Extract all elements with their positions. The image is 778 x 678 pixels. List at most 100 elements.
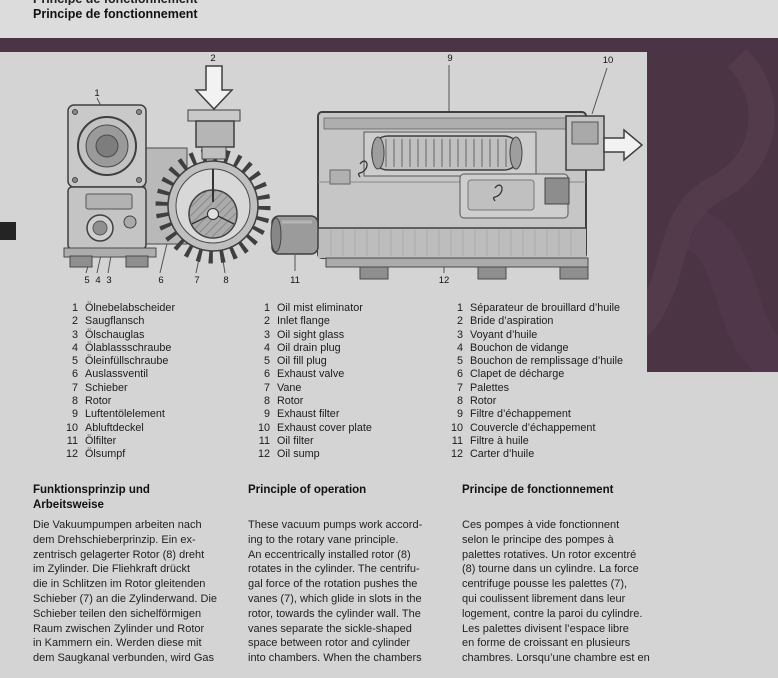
print-registration-mark	[0, 222, 16, 240]
callout-7: 7	[194, 275, 200, 286]
part-number: 1	[456, 302, 463, 314]
part-number: 8	[71, 395, 78, 408]
callout-1: 1	[94, 88, 100, 99]
parts-row: 4 Ölablassschraube	[60, 342, 175, 355]
part-label: Clapet de décharge	[470, 368, 565, 381]
part-number: 3	[456, 328, 463, 341]
part-label: Oil fill plug	[277, 355, 327, 368]
part-number: 4	[71, 341, 78, 354]
part-label: Exhaust cover plate	[277, 421, 372, 434]
section-french: Principe de fonctionnement Ces pompes à …	[462, 483, 662, 666]
cooling-fins	[155, 148, 271, 264]
part-number: 9	[71, 408, 78, 421]
part-number: 12	[65, 448, 78, 461]
part-number: 7	[263, 381, 270, 394]
parts-row: 6 Clapet de décharge	[445, 368, 623, 381]
parts-row: 9 Exhaust filter	[252, 408, 372, 421]
callout-12: 12	[438, 275, 450, 286]
exhaust-arrow	[603, 128, 644, 162]
part-number: 6	[456, 368, 463, 381]
callout-10: 10	[602, 55, 614, 66]
part-number: 5	[71, 355, 78, 368]
part-number: 7	[456, 381, 463, 394]
parts-row: 12 Oil sump	[252, 448, 372, 461]
part-label: Saugflansch	[85, 315, 145, 328]
clipped-header-label: Principe de fonctionnement	[33, 0, 198, 5]
exhaust-valve-housing	[195, 120, 235, 148]
part-number: 10	[450, 421, 463, 434]
pump-front-view	[63, 65, 271, 268]
part-number: 4	[456, 341, 463, 354]
part-label: Bouchon de remplissage d’huile	[470, 355, 624, 368]
section-english: Principle of operation These vacuum pump…	[248, 483, 448, 666]
part-number: 10	[65, 421, 78, 434]
part-number: 2	[71, 315, 78, 328]
part-label: Bouchon de vidange	[470, 341, 569, 354]
part-label: Exhaust filter	[277, 408, 340, 421]
part-label: Inlet flange	[277, 315, 330, 328]
part-number: 1	[263, 302, 270, 314]
part-label: Rotor	[470, 395, 497, 408]
part-label: Voyant d’huile	[470, 328, 538, 341]
parts-row: 4 Bouchon de vidange	[445, 342, 623, 355]
part-number: 11	[66, 434, 78, 447]
part-number: 1	[71, 302, 78, 314]
inlet-flange	[187, 109, 241, 122]
parts-row: 1 Séparateur de brouillard d’huile	[445, 302, 623, 315]
page-title: Principe de fonctionnement	[33, 7, 198, 21]
clipped-header-text: Principe de fonctionnement	[33, 0, 253, 5]
part-number: 9	[456, 408, 463, 421]
part-label: Oil filter	[277, 434, 314, 447]
parts-row: 6 Exhaust valve	[252, 368, 372, 381]
part-label: Schieber	[85, 381, 128, 394]
part-label: Oil sump	[277, 448, 320, 461]
part-label: Séparateur de brouillard d’huile	[470, 302, 621, 314]
part-number: 6	[71, 368, 78, 381]
callout-9: 9	[447, 53, 453, 64]
section-german: Funktionsprinzip und Arbeitsweise Die Va…	[33, 483, 233, 666]
parts-row: 2 Bride d’aspiration	[445, 315, 623, 328]
part-number: 6	[263, 368, 270, 381]
part-label: Exhaust valve	[277, 368, 345, 381]
part-number: 2	[456, 315, 463, 328]
callout-4: 4	[95, 275, 101, 286]
callout-8: 8	[223, 275, 229, 286]
parts-row: 6 Auslassventil	[60, 368, 175, 381]
parts-row: 1 Ölnebelabscheider	[60, 302, 175, 315]
callout-3: 3	[106, 275, 112, 286]
parts-row: 3 Voyant d’huile	[445, 329, 623, 342]
part-number: 12	[257, 448, 270, 461]
part-label: Bride d’aspiration	[470, 315, 554, 328]
section-french-heading: Principe de fonctionnement	[462, 484, 614, 496]
parts-row: 2 Saugflansch	[60, 315, 175, 328]
part-number: 5	[456, 355, 463, 368]
callout-11: 11	[290, 275, 300, 286]
part-label: Auslassventil	[85, 368, 149, 381]
part-label: Oil drain plug	[277, 341, 341, 354]
top-strip	[0, 0, 778, 38]
sidebar-swirl-graphic	[647, 48, 778, 372]
part-label: Ölablassschraube	[85, 341, 172, 354]
part-label: Ölsumpf	[85, 448, 126, 461]
part-label: Ölnebelabscheider	[85, 302, 176, 314]
part-number: 9	[263, 408, 270, 421]
